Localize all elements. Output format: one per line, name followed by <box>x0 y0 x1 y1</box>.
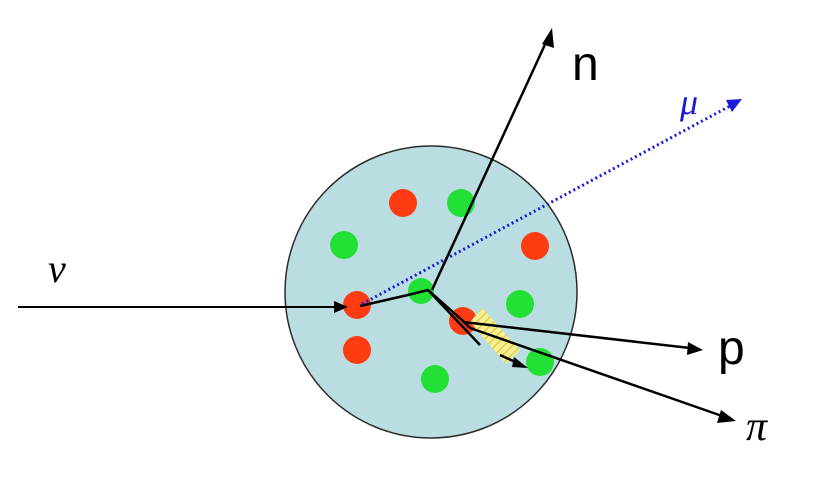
neutron-nucleon <box>421 365 449 393</box>
proton-nucleon <box>389 189 417 217</box>
proton-label: p <box>718 322 745 375</box>
neutron-label: n <box>572 38 599 91</box>
neutron-nucleon <box>506 290 534 318</box>
neutron-track <box>430 37 550 291</box>
neutrino-label: ν <box>48 246 66 291</box>
proton-arrowhead <box>687 342 703 355</box>
proton-nucleon <box>343 291 371 319</box>
proton-track <box>462 320 691 350</box>
neutrino-arrowhead <box>334 301 348 313</box>
muon-label: μ <box>679 82 698 122</box>
particle-tracks <box>18 28 742 423</box>
pion-arrowhead <box>717 410 736 423</box>
pion-inner-arrowhead <box>512 357 528 368</box>
pion-track <box>469 326 726 419</box>
cascade-track-2 <box>427 289 481 346</box>
proton-nucleon <box>343 336 371 364</box>
proton-nucleon <box>521 232 549 260</box>
neutron-nucleon <box>330 231 358 259</box>
pion-label: π <box>746 404 768 450</box>
nucleons <box>330 189 554 393</box>
muon-arrowhead <box>726 99 742 112</box>
neutron-arrowhead <box>542 28 554 48</box>
